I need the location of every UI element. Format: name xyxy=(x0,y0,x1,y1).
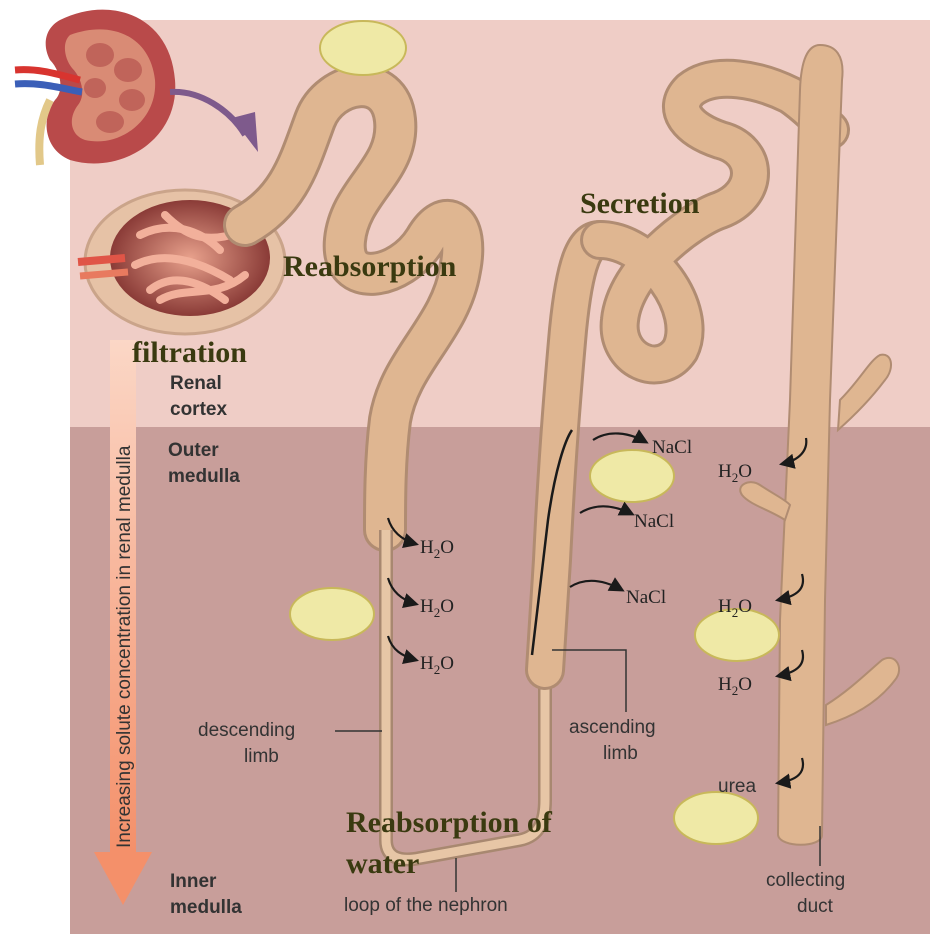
h2o-label-duct-2: H2O xyxy=(718,596,752,620)
collecting-duct-label-l2: duct xyxy=(797,896,834,917)
water-reabsorption-label-l1: Reabsorption of xyxy=(346,806,553,839)
zoom-arrow-head xyxy=(232,112,258,152)
h2o-label-duct-3: H2O xyxy=(718,674,752,698)
region-cortex-l2: cortex xyxy=(170,399,227,420)
collecting-duct xyxy=(739,43,901,846)
nacl-label-1: NaCl xyxy=(652,437,692,458)
reabsorption-label: Reabsorption xyxy=(283,250,457,283)
ascending-limb-label-l2: limb xyxy=(603,743,638,764)
region-inner-l1: Inner xyxy=(170,871,217,892)
water-reabsorption-label-l2: water xyxy=(346,847,419,880)
gradient-label: Increasing solute concentration in renal… xyxy=(114,445,135,848)
h2o-label-2: H2O xyxy=(420,596,454,620)
placeholder-oval-top xyxy=(319,20,407,76)
region-inner-l2: medulla xyxy=(170,897,242,918)
placeholder-ovals xyxy=(289,20,780,845)
descending-limb-label-l1: descending xyxy=(198,720,295,741)
ascending-limb-label-l1: ascending xyxy=(569,717,656,738)
collecting-duct-label-l1: collecting xyxy=(766,870,845,891)
region-outer-l2: medulla xyxy=(168,466,240,487)
duct-arrows xyxy=(774,437,808,789)
descending-limb-label-l2: limb xyxy=(244,746,279,767)
h2o-label-1: H2O xyxy=(420,537,454,561)
placeholder-oval-duct-mid xyxy=(694,608,780,662)
region-outer-l1: Outer xyxy=(168,440,219,461)
h2o-label-3: H2O xyxy=(420,653,454,677)
placeholder-oval-descending xyxy=(289,587,375,641)
filtration-label: filtration xyxy=(132,336,247,369)
ascending-leader xyxy=(552,649,627,712)
gradient-arrow xyxy=(94,340,152,905)
loop-label: loop of the nephron xyxy=(344,895,508,916)
nacl-label-2: NaCl xyxy=(634,511,674,532)
urea-label: urea xyxy=(718,776,756,797)
region-cortex-l1: Renal xyxy=(170,373,222,394)
secretion-label: Secretion xyxy=(580,187,700,220)
kidney-icon xyxy=(14,9,176,166)
nacl-label-3: NaCl xyxy=(626,587,666,608)
placeholder-oval-duct-low xyxy=(673,791,759,845)
nacl-arrows-ascending xyxy=(569,429,649,592)
water-arrows-descending xyxy=(386,517,419,665)
h2o-label-duct-1: H2O xyxy=(718,461,752,485)
